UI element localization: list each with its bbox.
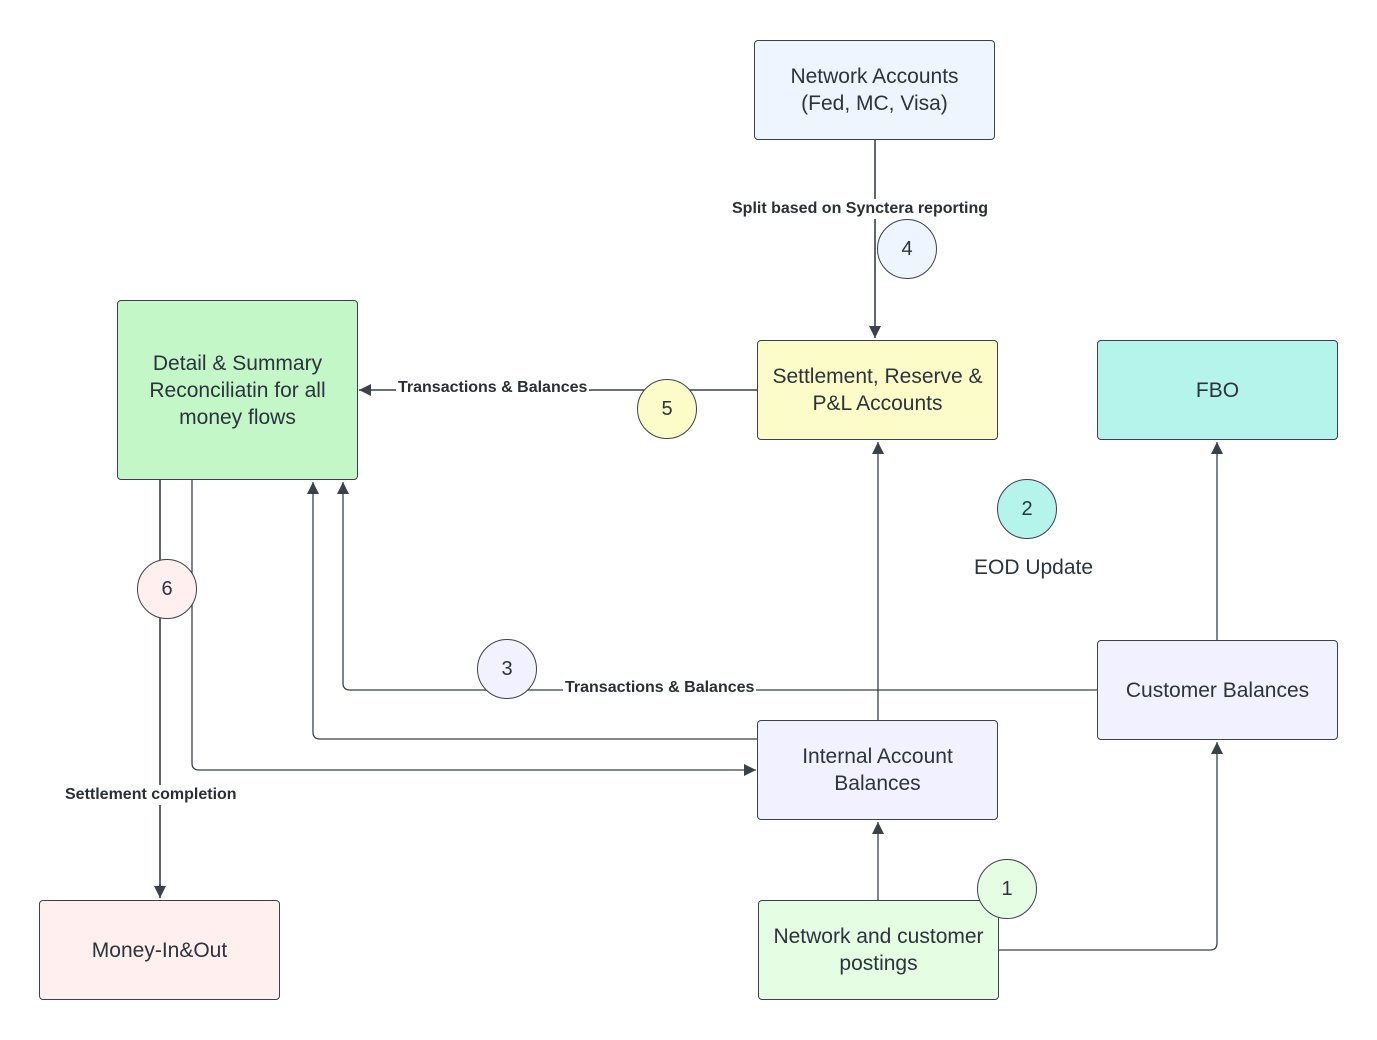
step-badge-3: 3 [477,639,537,699]
step-badge-2: 2 [997,479,1057,539]
node-money-in-out: Money-In&Out [39,900,280,1000]
edge-label-transactions-mid: Transactions & Balances [563,678,757,698]
step-badge-5: 5 [637,379,697,439]
edge-label-settlement-completion: Settlement completion [63,785,239,805]
edge-internal-to-reconciliation [307,482,758,740]
node-settlement-accounts: Settlement, Reserve &P&L Accounts [757,340,998,440]
eod-update-label: EOD Update [974,556,1094,579]
node-customer-balances: Customer Balances [1097,640,1338,740]
edge-customer-to-reconciliation [337,482,1097,691]
edge-reconciliation-to-internal [191,480,756,776]
step-badge-4: 4 [877,219,937,279]
edge-label-split: Split based on Synctera reporting [730,199,991,219]
node-network-accounts: Network Accounts(Fed, MC, Visa) [754,40,995,140]
step-badge-1: 1 [977,859,1037,919]
step-badge-6: 6 [137,559,197,619]
edge-postings-to-customer [998,742,1223,951]
node-fbo: FBO [1097,340,1338,440]
edge-label-transactions-top: Transactions & Balances [396,378,590,398]
